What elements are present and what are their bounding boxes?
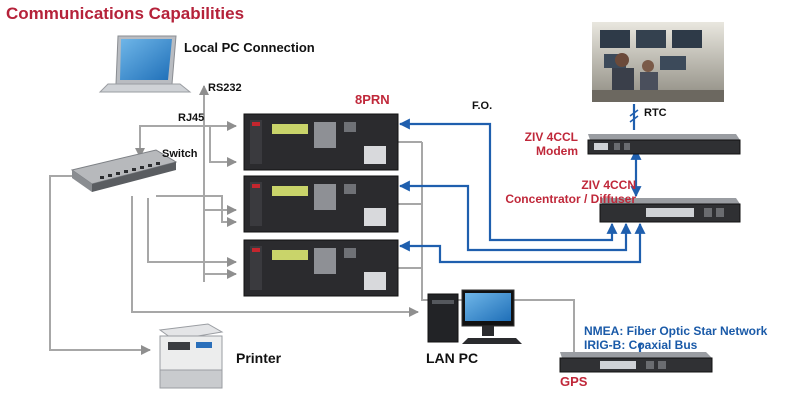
fo-label: F.O.	[472, 100, 493, 112]
gps-label: GPS	[560, 374, 588, 389]
lan-pc-label: LAN PC	[426, 350, 479, 366]
rs232-label: RS232	[208, 82, 242, 94]
concentrator-4ccn-device	[599, 198, 741, 223]
relay-unit-1	[243, 113, 399, 171]
irig-label: IRIG-B: Coaxial Bus	[584, 338, 698, 352]
relay-unit-2	[243, 175, 399, 233]
concentrator-name-label: ZIV 4CCN	[581, 178, 636, 192]
printer-icon	[158, 323, 224, 389]
switch-label: Switch	[162, 148, 198, 160]
lan-pc-icon	[427, 289, 522, 344]
modem-name-label: ZIV 4CCL	[524, 130, 578, 144]
gps-device	[559, 352, 713, 373]
page-title: Communications Capabilities	[6, 4, 245, 23]
rj45-label: RJ45	[178, 112, 205, 124]
rtc-label: RTC	[644, 107, 667, 119]
modem-4ccl-device	[587, 134, 741, 155]
relay-model-label: 8PRN	[355, 92, 390, 107]
printer-label: Printer	[236, 350, 282, 366]
laptop-icon	[98, 35, 192, 93]
local-pc-label: Local PC Connection	[184, 40, 315, 55]
nmea-label: NMEA: Fiber Optic Star Network	[584, 324, 768, 338]
control-room-image	[592, 22, 724, 102]
switch-icon	[70, 149, 178, 192]
modem-type-label: Modem	[536, 144, 578, 158]
relay-unit-3	[243, 239, 399, 297]
concentrator-type-label: Concentrator / Diffuser	[505, 192, 636, 206]
